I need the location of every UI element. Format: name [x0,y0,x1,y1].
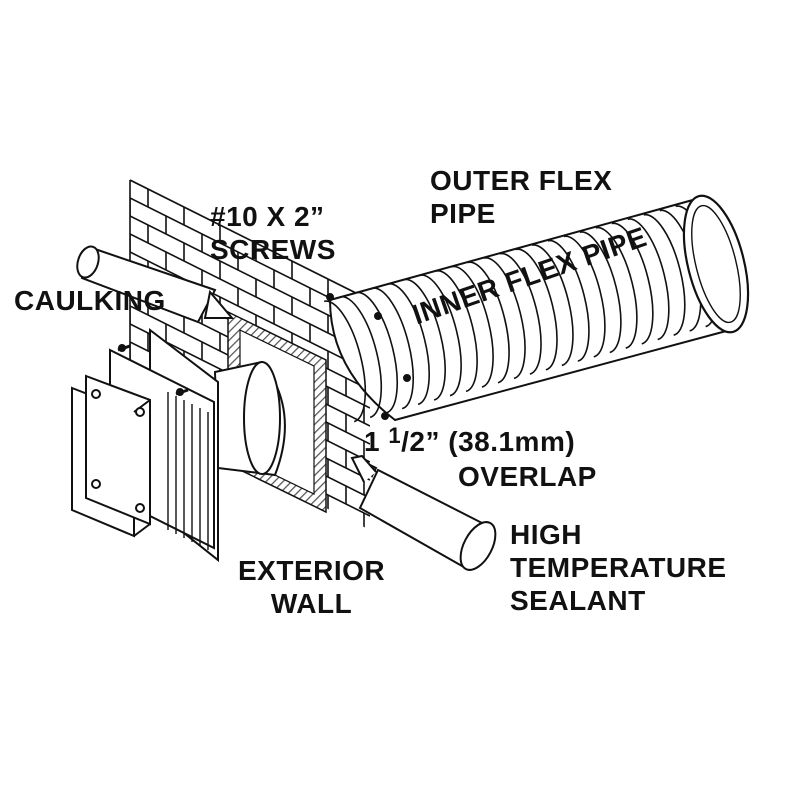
pipe-corrugation [371,287,414,410]
pipe-corrugation [627,218,670,341]
pipe-corrugation [579,231,622,354]
screws-label-line2: SCREWS [210,234,336,265]
pipe-corrugation [339,295,383,419]
sealant-tube [350,454,497,571]
outer-flex-pipe-label: OUTER FLEX PIPE [430,164,612,230]
pipe-corrugation [435,270,478,393]
overlap-label: 1 1/2” (38.1mm) OVERLAP [364,423,597,493]
pipe-corrugation [547,239,590,362]
pipe-corrugation [419,274,462,397]
pipe-corrugation [595,226,638,349]
overlap-dimension: 1 1/2” (38.1mm) [364,423,597,460]
vent-termination-cap [71,327,219,563]
wall-sleeve-pipe [213,360,286,477]
pipe-corrugation [483,257,526,380]
sealant-label: HIGH TEMPERATURE SEALANT [510,518,727,617]
outer-flex-pipe-label-line2: PIPE [430,198,496,229]
pipe-corrugation [515,248,558,371]
pipe-corrugation [611,222,654,345]
caulking-tube [76,245,235,324]
overlap-fraction-numerator: 1 [388,423,402,448]
overlap-word: OVERLAP [458,461,597,492]
exterior-wall-label-line2: WALL [270,588,353,619]
overlap-whole: 1 [364,426,389,457]
pipe-corrugation [387,282,430,406]
screws-label: #10 X 2” SCREWS [210,200,336,266]
exterior-wall-label: EXTERIOR WALL [238,554,385,620]
sealant-label-line3: SEALANT [510,585,646,616]
sealant-label-line2: TEMPERATURE [510,552,727,583]
pipe-corrugation [499,252,542,375]
pipe-corrugation [403,278,446,401]
pipe-corrugation [531,244,574,367]
sealant-label-line1: HIGH [510,519,582,550]
exterior-wall-label-line1: EXTERIOR [238,555,386,586]
pipe-corrugation [563,235,606,358]
screws-label-line1: #10 X 2” [210,201,325,232]
pipe-corrugation [355,291,399,414]
pipe-corrugation [451,265,494,388]
caulking-label: CAULKING [14,285,166,316]
pipe-corrugation [643,213,686,336]
outer-flex-pipe [323,194,750,423]
overlap-fraction-rest: /2” (38.1mm) [401,426,576,457]
pipe-corrugation [323,300,367,423]
outer-flex-pipe-label-line1: OUTER FLEX [430,165,613,196]
pipe-corrugation [467,261,510,384]
